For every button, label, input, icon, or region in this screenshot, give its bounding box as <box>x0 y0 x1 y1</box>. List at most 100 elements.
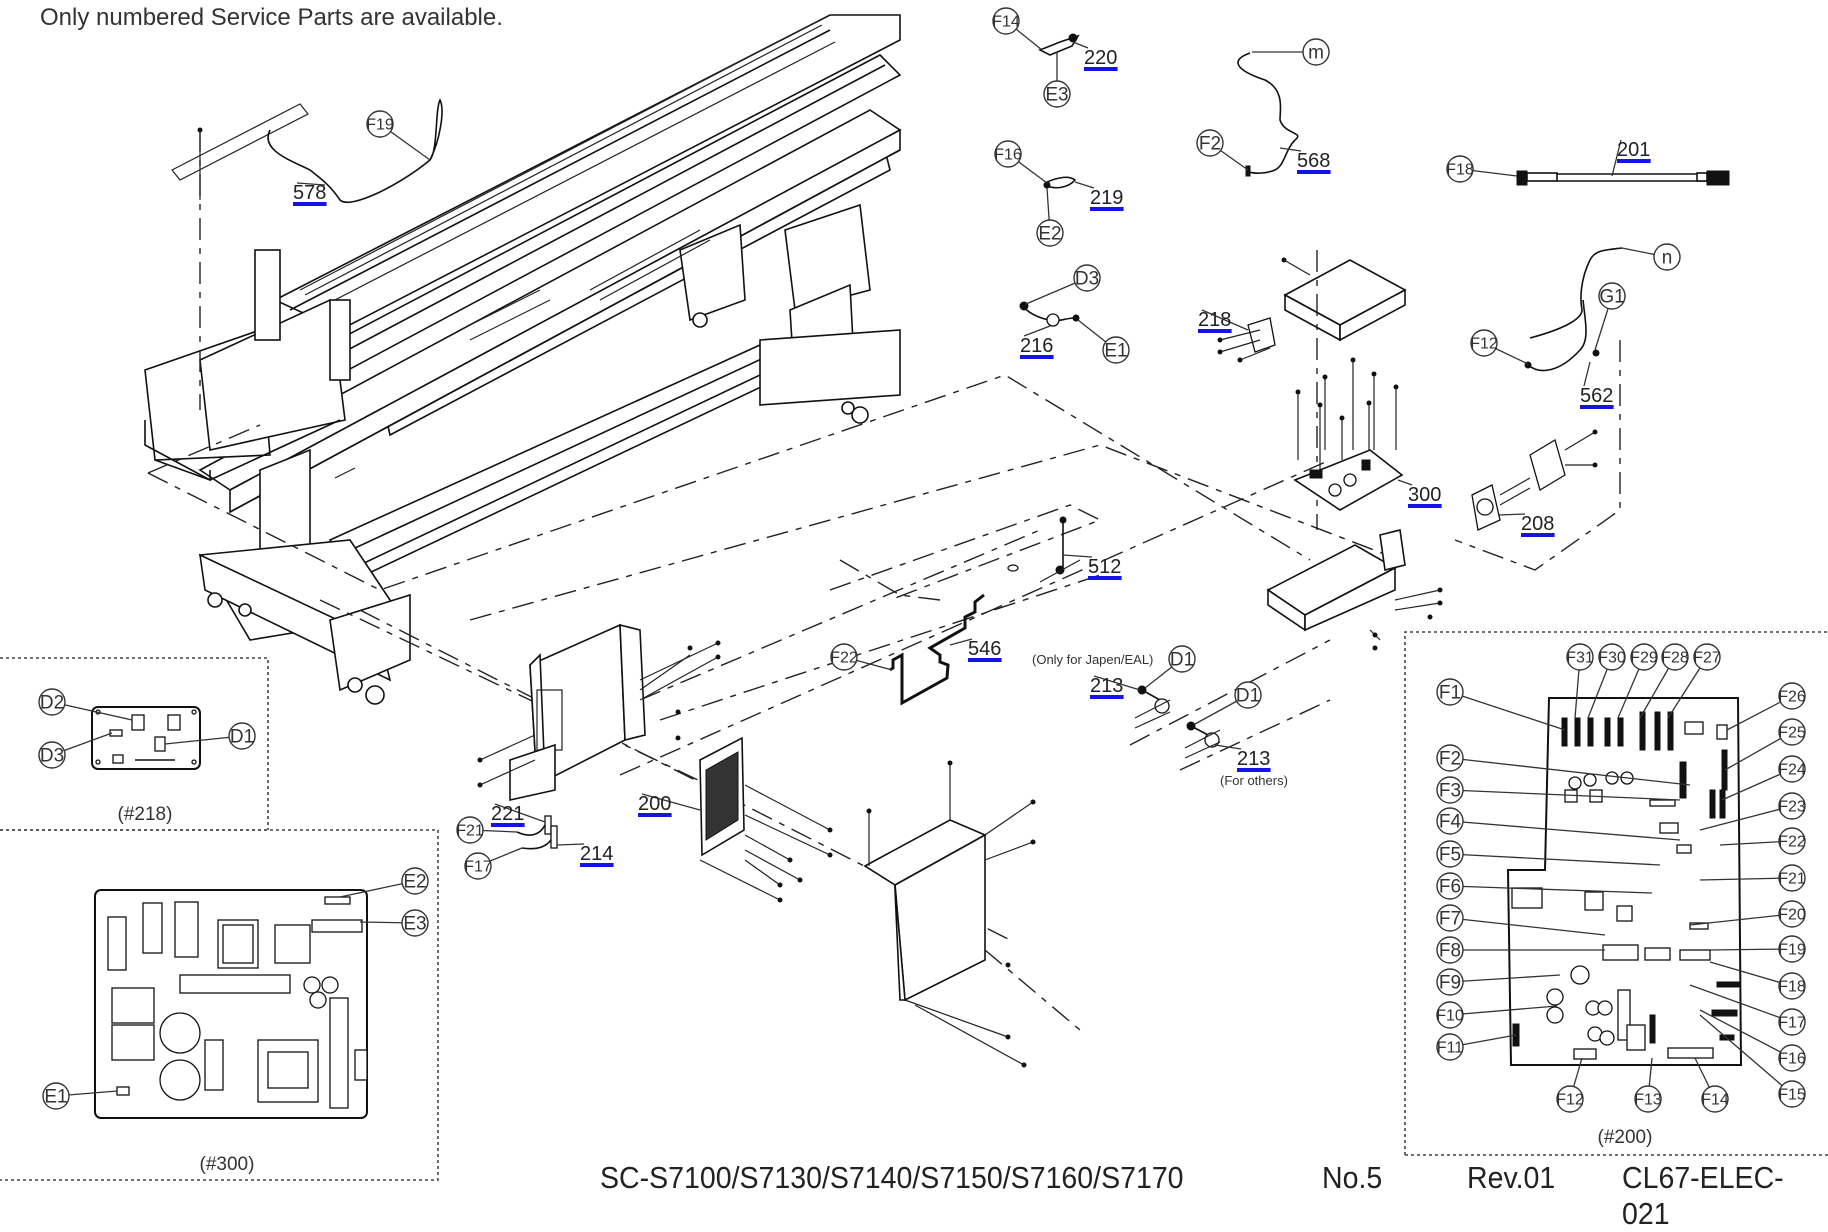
callout-label: F6 <box>1439 877 1461 898</box>
leader-line <box>1449 917 1606 936</box>
callout-circle <box>1556 1085 1584 1113</box>
part-512-label[interactable]: 512 <box>1088 556 1122 580</box>
note-only-japan: (Only for Japen/EAL) <box>1032 652 1153 667</box>
part-213-drawings <box>1134 685 1221 759</box>
part-562-label[interactable]: 562 <box>1580 385 1614 409</box>
callout-f8: F8 <box>1436 936 1464 964</box>
main-board-bracket <box>477 623 721 801</box>
part-number[interactable]: 220 <box>1084 47 1117 69</box>
callout-circle <box>1436 936 1464 964</box>
part-221-label[interactable]: 221 <box>491 803 525 827</box>
callout-label: F21 <box>1778 871 1806 888</box>
callout-circle <box>1778 1008 1806 1036</box>
part-213-japan-label[interactable]: 213 <box>1090 675 1124 699</box>
part-200-label[interactable]: 200 <box>638 793 672 817</box>
callout-f17: F17 <box>1778 1008 1806 1036</box>
callout-label: E3 <box>403 914 426 935</box>
callout-d1: D1 <box>1234 681 1262 709</box>
part-216-label[interactable]: 216 <box>1020 335 1054 359</box>
part-number[interactable]: 213 <box>1090 675 1123 697</box>
part-300-label[interactable]: 300 <box>1408 484 1442 508</box>
callout-circle <box>1778 864 1806 892</box>
callout-label: E2 <box>403 872 426 893</box>
part-number-underline <box>1297 170 1331 174</box>
callout-d1: D1 <box>1168 645 1196 673</box>
part-number[interactable]: 213 <box>1237 748 1270 770</box>
callout-label: G1 <box>1599 287 1624 308</box>
part-219-label[interactable]: 219 <box>1090 187 1124 211</box>
callout-label: F30 <box>1598 650 1626 667</box>
part-201-label[interactable]: 201 <box>1617 139 1651 163</box>
callout-circle <box>1630 643 1658 671</box>
part-number[interactable]: 512 <box>1088 556 1121 578</box>
callout-circle <box>456 816 484 844</box>
callout-f22: F22 <box>830 643 858 671</box>
callout-circle <box>42 1082 70 1110</box>
callout-f21: F21 <box>1778 864 1806 892</box>
callout-label: F12 <box>1556 1092 1584 1109</box>
cable-201 <box>1516 170 1730 186</box>
leader-line <box>1449 820 1681 841</box>
part-214-label[interactable]: 214 <box>580 843 614 867</box>
callout-circle <box>994 140 1022 168</box>
part-number[interactable]: 214 <box>580 843 613 865</box>
callout-circle <box>1778 682 1806 710</box>
part-number-underline <box>1088 576 1122 580</box>
part-220-label[interactable]: 220 <box>1084 47 1118 71</box>
model-list: SC-S7100/S7130/S7140/S7150/S7160/S7170 <box>600 1160 1184 1195</box>
callout-f14: F14 <box>1701 1085 1729 1113</box>
callout-g1: G1 <box>1598 282 1626 310</box>
part-number-underline <box>580 863 614 867</box>
callout-f19: F19 <box>1778 935 1806 963</box>
part-208-label[interactable]: 208 <box>1521 513 1555 537</box>
cable-562 <box>1524 247 1623 372</box>
part-number[interactable]: 218 <box>1198 309 1231 331</box>
part-number-underline <box>1580 405 1614 409</box>
leader-line <box>1497 513 1526 516</box>
part-number[interactable]: 562 <box>1580 385 1613 407</box>
part-number[interactable]: 221 <box>491 803 524 825</box>
part-218-label[interactable]: 218 <box>1198 309 1232 333</box>
leader-line <box>1062 554 1093 558</box>
callout-circle <box>1778 900 1806 928</box>
part-number-underline <box>1084 67 1118 71</box>
callout-label: F15 <box>1778 1087 1806 1104</box>
part-number[interactable]: 568 <box>1297 150 1330 172</box>
leader-line <box>1709 961 1793 987</box>
callout-label: F14 <box>992 14 1020 31</box>
part-512-drawing <box>1007 516 1081 583</box>
callout-f22: F22 <box>1778 827 1806 855</box>
callout-label: F8 <box>1439 941 1461 962</box>
part-number[interactable]: 578 <box>293 182 326 204</box>
part-number[interactable]: 546 <box>968 638 1001 660</box>
part-number[interactable]: 200 <box>638 793 671 815</box>
callout-label: F17 <box>1778 1015 1806 1032</box>
caption-218: (#218) <box>118 804 173 825</box>
cable-546 <box>889 593 985 706</box>
part-213-others-label[interactable]: 213 <box>1237 748 1271 772</box>
screws-300 <box>1295 357 1399 470</box>
callout-f17: F17 <box>464 852 492 880</box>
callout-circle <box>1778 792 1806 820</box>
callout-label: D3 <box>40 746 64 767</box>
part-578-label[interactable]: 578 <box>293 182 327 206</box>
part-number[interactable]: 219 <box>1090 187 1123 209</box>
board-cover <box>863 760 1081 1068</box>
part-number[interactable]: 201 <box>1617 139 1650 161</box>
part-number[interactable]: 208 <box>1521 513 1554 535</box>
callout-label: F13 <box>1634 1092 1662 1109</box>
part-number-underline <box>1090 695 1124 699</box>
part-number[interactable]: 216 <box>1020 335 1053 357</box>
callout-label: F31 <box>1566 650 1594 667</box>
callout-e1: E1 <box>42 1082 70 1110</box>
callout-label: m <box>1308 43 1324 64</box>
callout-label: F27 <box>1693 650 1721 667</box>
leader-line <box>1449 974 1561 983</box>
part-546-label[interactable]: 546 <box>968 638 1002 662</box>
callout-label: F7 <box>1439 909 1461 930</box>
callout-label: F19 <box>366 117 394 134</box>
part-number[interactable]: 300 <box>1408 484 1441 506</box>
callout-circle <box>1661 643 1689 671</box>
caption-300: (#300) <box>200 1154 255 1175</box>
part-568-label[interactable]: 568 <box>1297 150 1331 174</box>
